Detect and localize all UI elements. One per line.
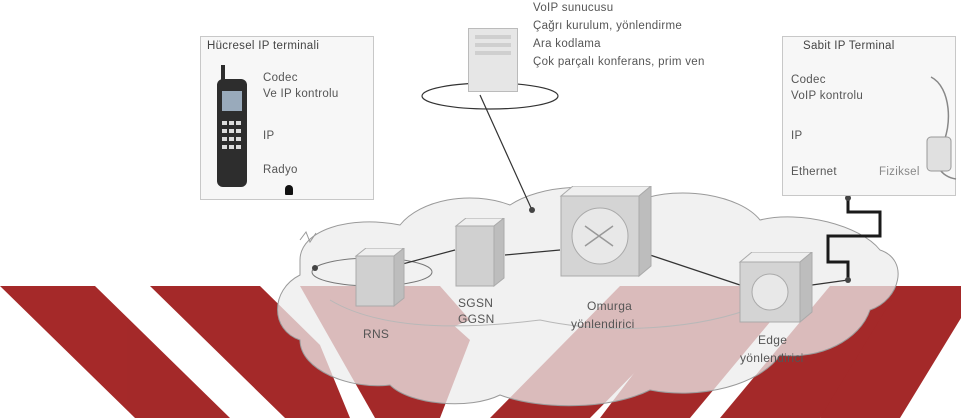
server-line-4: Çok parçalı konferans, prim ven: [533, 57, 705, 69]
mobile-terminal-box: Hücresel IP terminali Codec Ve IP kontro…: [200, 36, 374, 200]
server-line-1: VoIP sunucusu: [533, 3, 613, 15]
fixed-layer-voipcontrol: VoIP kontrolu: [791, 91, 863, 103]
core-router-label-1: Omurga: [587, 300, 632, 312]
mobile-layer-codec: Codec: [263, 73, 298, 85]
voip-server: [468, 28, 518, 92]
ggsn-label: GGSN: [458, 313, 495, 325]
sgsn-label: SGSN: [458, 297, 493, 309]
mobile-layer-ip: IP: [263, 131, 274, 143]
rns-node: [346, 248, 408, 310]
mobile-terminal-title: Hücresel IP terminali: [207, 41, 319, 53]
fixed-layer-ethernet: Ethernet: [791, 167, 837, 179]
rns-label: RNS: [363, 328, 389, 340]
edge-router-label-1: Edge: [758, 334, 787, 346]
core-router-label-2: yönlendirici: [571, 318, 635, 330]
mobile-layer-ipcontrol: Ve IP kontrolu: [263, 89, 339, 101]
sgsn-ggsn-node: [450, 218, 510, 290]
fixed-layer-ip: IP: [791, 131, 802, 143]
telephone-icon: [901, 67, 961, 187]
server-to-core-link: [480, 95, 532, 210]
fixed-terminal-title: Sabit IP Terminal: [803, 41, 895, 53]
mobile-phone-icon: [209, 63, 257, 193]
server-line-2: Çağrı kurulum, yönlendirme: [533, 21, 682, 33]
core-router-node: [555, 186, 655, 278]
fixed-terminal-box: Sabit IP Terminal Codec VoIP kontrolu IP…: [782, 36, 956, 196]
edge-router-node: [734, 252, 816, 324]
edge-router-label-2: yönlendirici: [740, 352, 804, 364]
mobile-layer-radio: Radyo: [263, 165, 298, 177]
mobile-antenna-dot: [285, 185, 293, 195]
fixed-layer-codec: Codec: [791, 75, 826, 87]
server-line-3: Ara kodlama: [533, 39, 601, 51]
